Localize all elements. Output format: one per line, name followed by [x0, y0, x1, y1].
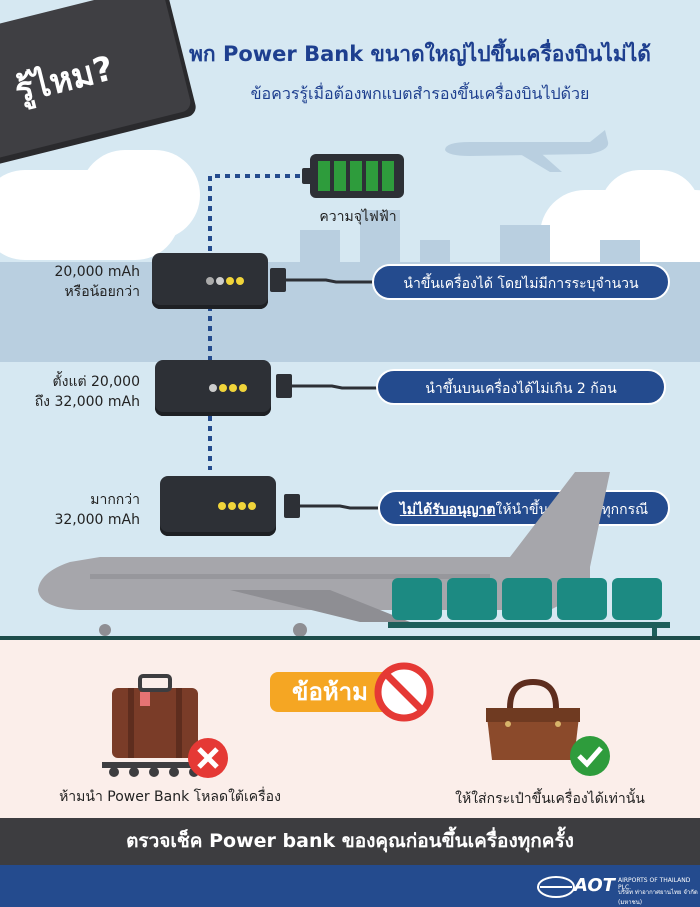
rule-pill-3: ไม่ได้รับอนุญาตให้นำขึ้นเครื่องในทุกกรณี [378, 490, 670, 526]
prohibited-label: ข้อห้าม [270, 672, 390, 712]
airplane-icon [445, 130, 609, 172]
rule-pill-1: นำขึ้นเครื่องได้ โดยไม่มีการระบุจำนวน [372, 264, 670, 300]
power-bank-icon [155, 360, 271, 416]
check-icon [570, 736, 610, 776]
power-bank-icon [152, 253, 268, 309]
cross-icon [188, 738, 228, 778]
footer-banner: ตรวจเช็ค Power bank ของคุณก่อนขึ้นเครื่อ… [0, 818, 700, 865]
airport-seat [612, 578, 662, 620]
row-1-label-line1: 20,000 mAh [54, 264, 140, 280]
cable [284, 494, 388, 518]
airplane-icon [38, 472, 610, 637]
row-2-label-line1: ตั้งแต่ 20,000 [52, 374, 140, 390]
aot-logo-icon [537, 876, 575, 898]
brand-logo: AOT [574, 875, 615, 896]
row-3-label: มากกว่า 32,000 mAh [10, 490, 140, 530]
brand-name: AIRPORTS OF THAILAND PLC. [618, 877, 691, 891]
checked-bag-text: ห้ามนำ Power Bank โหลดใต้เครื่อง [59, 789, 281, 805]
suitcase-icon [102, 674, 208, 777]
cloud [80, 150, 200, 240]
cloud [600, 170, 700, 250]
handbag-icon [486, 678, 580, 760]
carry-on-text: ให้ใส่กระเป๋าขึ้นเครื่องได้เท่านั้น [455, 791, 645, 807]
cable [270, 268, 374, 292]
power-bank-icon [160, 476, 276, 536]
airport-seat [392, 578, 442, 620]
page-subtitle: ข้อควรรู้เมื่อต้องพกแบตสำรองขึ้นเครื่องบ… [250, 84, 590, 103]
row-3-label-line1: มากกว่า [90, 492, 140, 508]
row-3-label-line2: 32,000 mAh [54, 512, 140, 528]
cable [276, 374, 380, 398]
brand-bar: AOT AIRPORTS OF THAILAND PLC. บริษัท ท่า… [0, 865, 700, 907]
brand-name-th: บริษัท ท่าอากาศยานไทย จำกัด (มหาชน) [618, 889, 698, 906]
rule-3-emphasis: ไม่ได้รับอนุญาต [399, 502, 496, 518]
page-title: พก Power Bank ขนาดใหญ่ไปขึ้นเครื่องบินไม… [189, 42, 651, 66]
row-1-label: 20,000 mAh หรือน้อยกว่า [10, 262, 140, 302]
prohibited-icon [374, 662, 434, 722]
airport-seat [502, 578, 552, 620]
airport-seat [557, 578, 607, 620]
airport-seat [447, 578, 497, 620]
capacity-label: ความจุไฟฟ้า [319, 209, 397, 225]
row-1-label-line2: หรือน้อยกว่า [64, 284, 140, 300]
rule-pill-2: นำขึ้นบนเครื่องได้ไม่เกิน 2 ก้อน [376, 369, 666, 405]
row-2-label-line2: ถึง 32,000 mAh [34, 394, 140, 410]
seat-bench [388, 622, 670, 628]
guide-line [208, 174, 300, 470]
row-2-label: ตั้งแต่ 20,000 ถึง 32,000 mAh [10, 372, 140, 412]
battery-icon [302, 154, 404, 198]
